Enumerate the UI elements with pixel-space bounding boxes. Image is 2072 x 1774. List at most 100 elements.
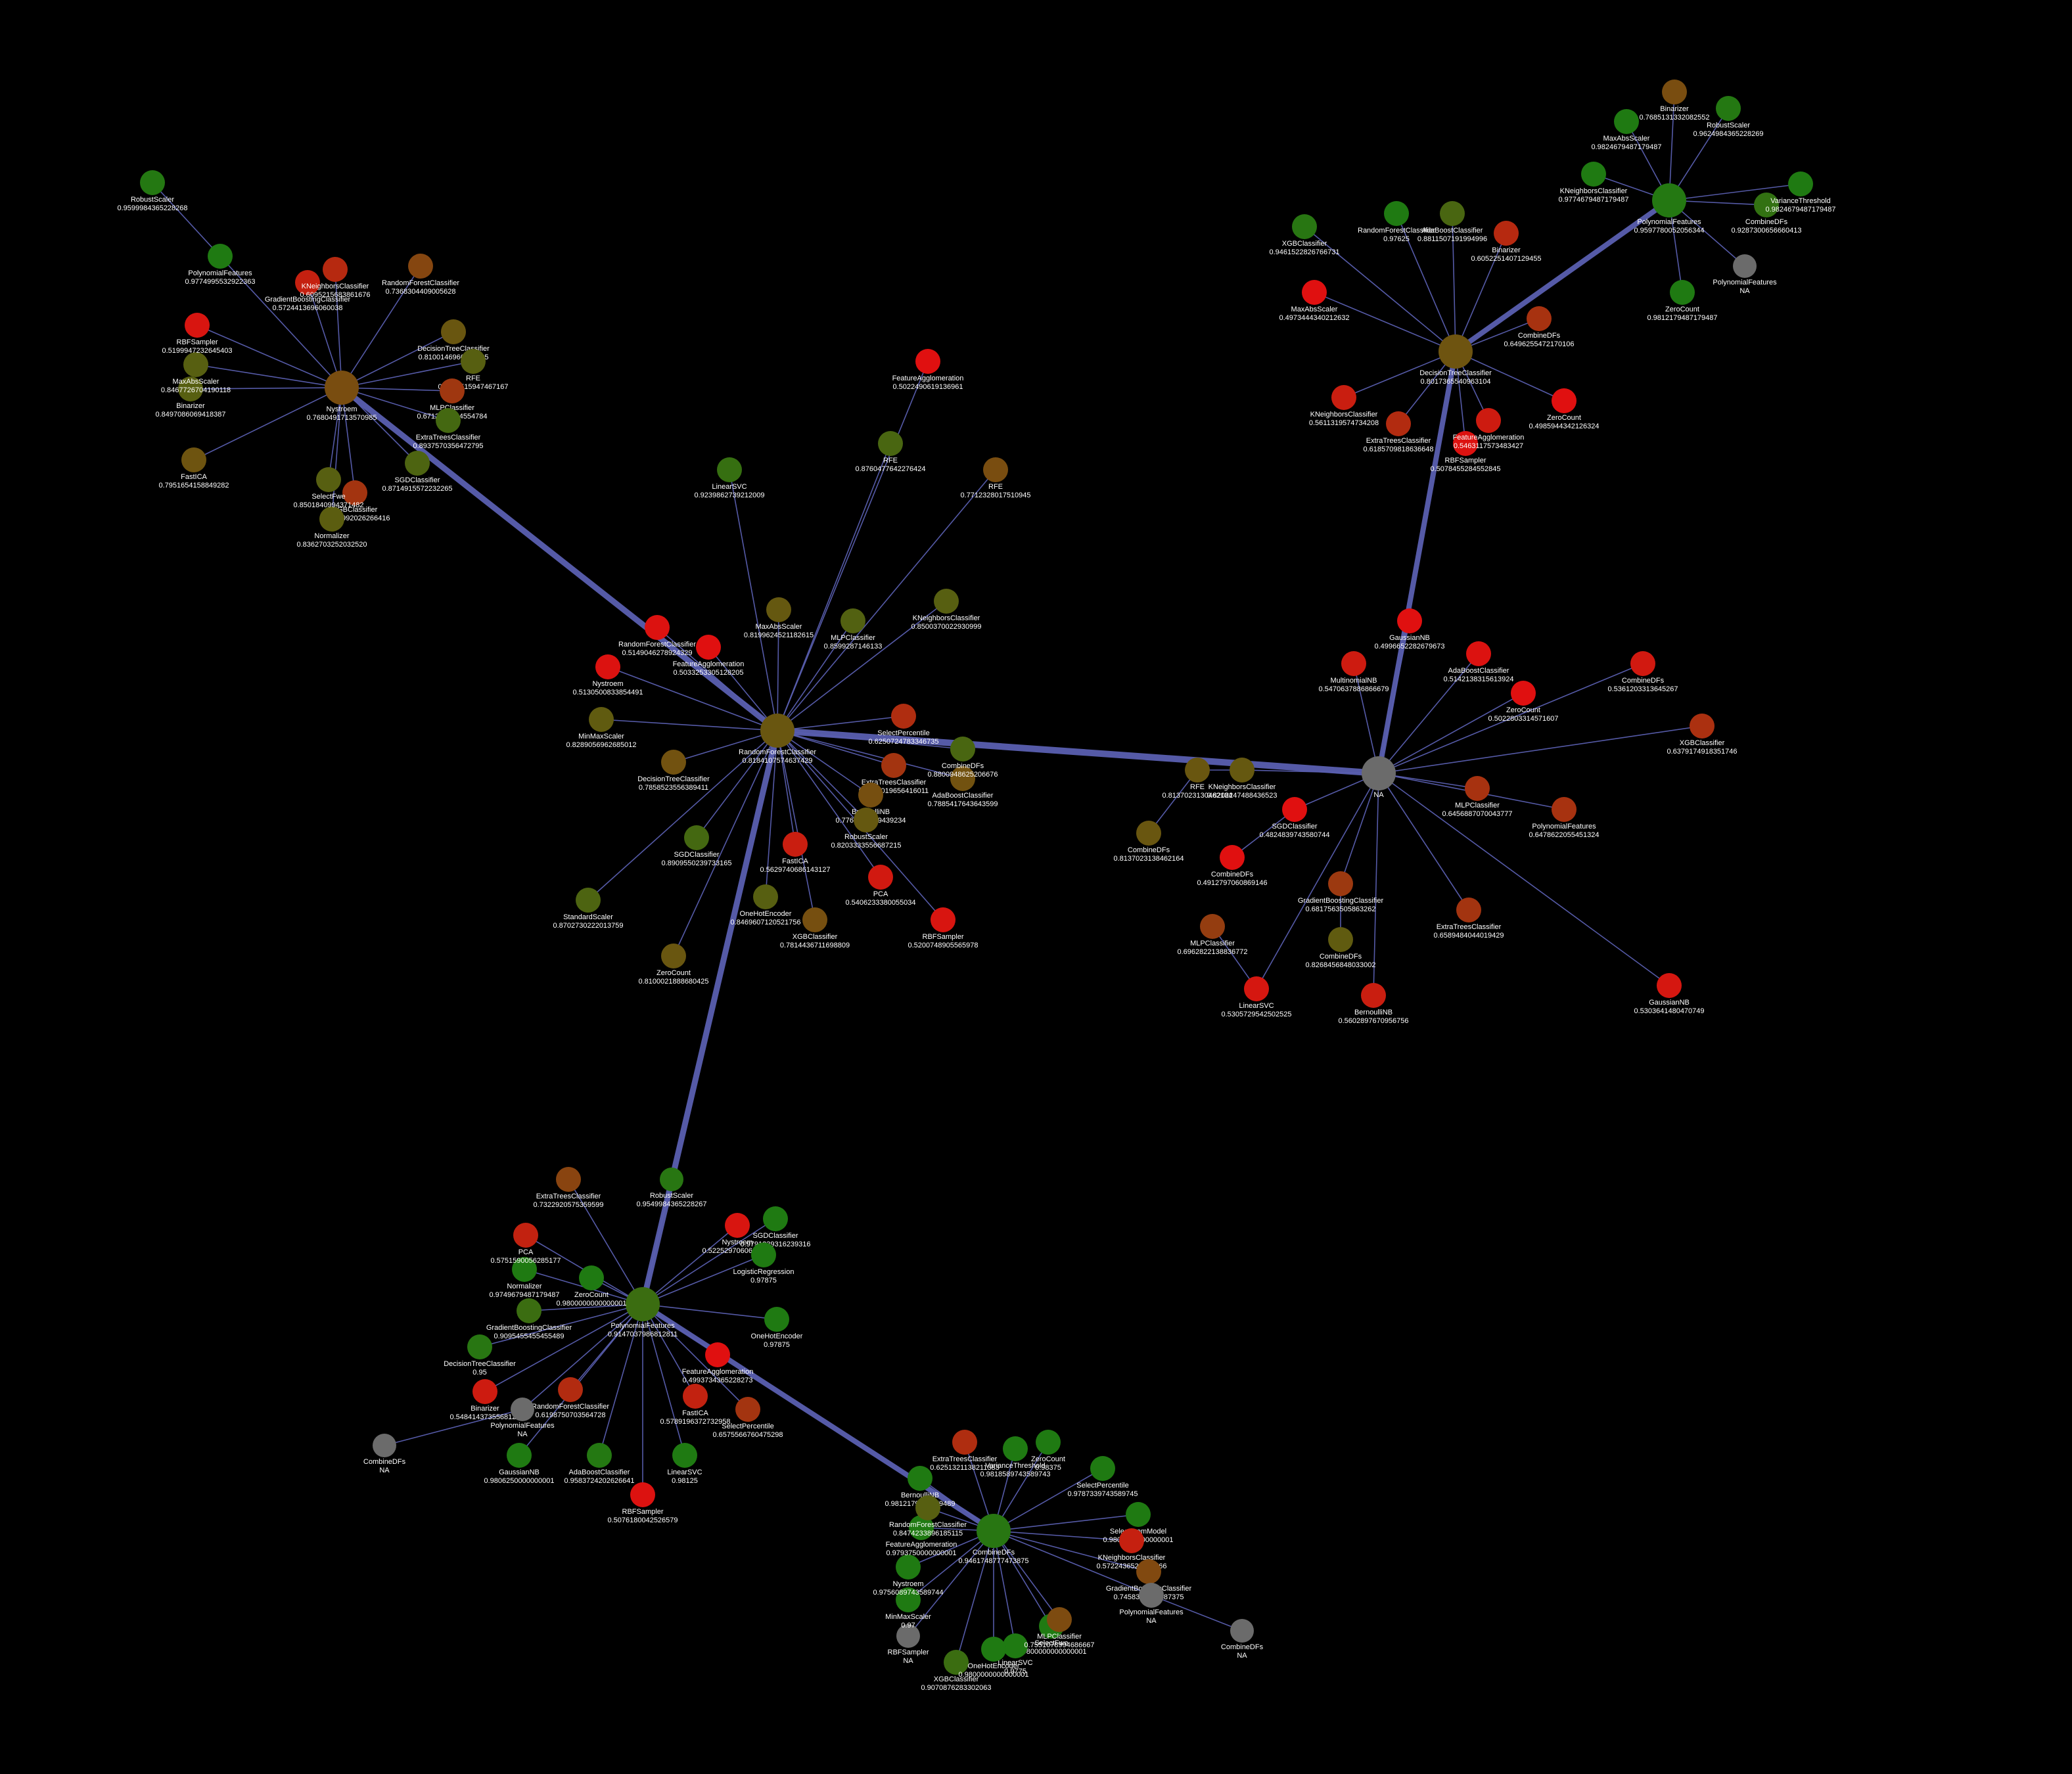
node-circle[interactable]	[908, 1466, 932, 1491]
node-circle[interactable]	[1552, 797, 1577, 822]
node-circle[interactable]	[661, 750, 686, 775]
node-circle[interactable]	[1733, 254, 1757, 278]
node-circle[interactable]	[1465, 776, 1490, 801]
node-circle[interactable]	[896, 1555, 921, 1580]
node-circle[interactable]	[1328, 871, 1353, 896]
node-circle[interactable]	[1662, 80, 1687, 104]
node-circle[interactable]	[1136, 1559, 1161, 1584]
node-circle[interactable]	[183, 352, 208, 377]
node-circle[interactable]	[323, 257, 348, 282]
node-circle[interactable]	[950, 737, 975, 762]
node-circle[interactable]	[981, 1637, 1006, 1662]
node-circle[interactable]	[696, 635, 721, 660]
node-circle[interactable]	[896, 1587, 921, 1612]
node-circle[interactable]	[1090, 1456, 1115, 1481]
node-circle[interactable]	[1690, 714, 1715, 739]
node-circle[interactable]	[944, 1650, 969, 1675]
node-circle[interactable]	[1527, 306, 1552, 331]
node-circle[interactable]	[512, 1257, 537, 1282]
node-circle[interactable]	[1003, 1436, 1028, 1461]
node-circle[interactable]	[1047, 1607, 1072, 1632]
node-circle[interactable]	[1652, 183, 1686, 217]
node-circle[interactable]	[1244, 976, 1269, 1001]
node-circle[interactable]	[1754, 193, 1779, 217]
node-circle[interactable]	[717, 457, 742, 482]
node-circle[interactable]	[373, 1434, 396, 1457]
node-circle[interactable]	[556, 1167, 581, 1192]
node-circle[interactable]	[764, 1307, 789, 1332]
node-circle[interactable]	[1439, 334, 1473, 369]
node-circle[interactable]	[983, 457, 1008, 482]
node-circle[interactable]	[783, 832, 808, 857]
node-circle[interactable]	[753, 884, 778, 909]
node-circle[interactable]	[881, 753, 906, 778]
node-circle[interactable]	[672, 1443, 697, 1468]
node-circle[interactable]	[595, 654, 620, 679]
node-circle[interactable]	[896, 1624, 920, 1648]
node-circle[interactable]	[1494, 221, 1519, 246]
node-circle[interactable]	[1466, 641, 1491, 666]
node-circle[interactable]	[1384, 201, 1409, 226]
node-circle[interactable]	[1139, 1583, 1164, 1608]
node-circle[interactable]	[934, 589, 959, 614]
node-circle[interactable]	[589, 707, 614, 732]
node-circle[interactable]	[441, 319, 466, 344]
node-circle[interactable]	[705, 1342, 730, 1367]
node-circle[interactable]	[760, 714, 794, 748]
node-circle[interactable]	[185, 313, 210, 338]
node-circle[interactable]	[1003, 1633, 1028, 1658]
node-circle[interactable]	[802, 907, 827, 932]
node-circle[interactable]	[140, 170, 165, 195]
node-circle[interactable]	[1200, 914, 1225, 939]
node-circle[interactable]	[461, 349, 486, 374]
node-circle[interactable]	[181, 447, 206, 472]
node-circle[interactable]	[1362, 756, 1396, 790]
node-circle[interactable]	[511, 1398, 534, 1421]
graph-node[interactable]: GradientBoostingClassifier0.681756350586…	[1298, 871, 1384, 913]
node-circle[interactable]	[1119, 1528, 1144, 1553]
